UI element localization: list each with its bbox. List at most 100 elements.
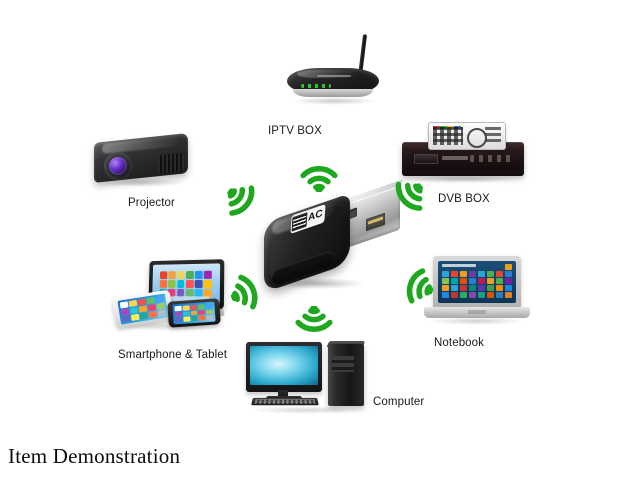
receiver-brand-strip bbox=[442, 156, 468, 160]
tablet-and-phones-icon bbox=[112, 256, 236, 338]
screen-tile bbox=[205, 309, 214, 315]
screen-tile bbox=[486, 278, 495, 284]
device-node-computer bbox=[244, 338, 368, 414]
screen-tile bbox=[468, 278, 477, 284]
screen-tile bbox=[206, 314, 214, 321]
device-node-iptv-box bbox=[283, 34, 387, 106]
screen-tile bbox=[495, 278, 504, 284]
screen-tile bbox=[504, 292, 512, 298]
screen-tile bbox=[190, 304, 198, 310]
projector-vents bbox=[158, 152, 184, 174]
screen-tile bbox=[442, 271, 450, 277]
laptop-screen bbox=[438, 261, 516, 303]
usb-adapter-label-text: AC bbox=[307, 207, 323, 225]
receiver-buttons bbox=[470, 155, 514, 162]
wifi-ac-logo-icon bbox=[291, 212, 308, 232]
device-node-dvb-box bbox=[402, 122, 524, 183]
screen-tile bbox=[159, 280, 167, 288]
smartphone-black-app-grid bbox=[174, 303, 214, 323]
keyboard-keys bbox=[254, 399, 316, 404]
screen-tile bbox=[182, 310, 190, 317]
remote-control-icon bbox=[428, 122, 506, 150]
laptop-screen-corner-tile bbox=[505, 264, 512, 270]
screen-tile bbox=[174, 305, 182, 311]
device-node-notebook bbox=[424, 254, 530, 325]
screen-tile bbox=[190, 310, 198, 316]
device-label-notebook: Notebook bbox=[434, 337, 485, 349]
screen-tile bbox=[442, 292, 450, 298]
wifi-signal-icon-projector bbox=[215, 173, 277, 235]
screen-tile bbox=[168, 280, 176, 288]
screen-tile bbox=[176, 280, 185, 288]
screen-tile bbox=[194, 270, 203, 279]
screen-tile bbox=[504, 271, 512, 277]
laptop-base bbox=[424, 307, 530, 318]
screen-tile bbox=[203, 270, 212, 279]
screen-tile bbox=[450, 271, 459, 277]
screen-tile bbox=[477, 278, 486, 284]
screen-tile bbox=[477, 271, 486, 277]
screen-tile bbox=[168, 271, 176, 279]
monitor bbox=[246, 342, 322, 392]
screen-tile bbox=[495, 285, 504, 291]
monitor-stand bbox=[278, 390, 288, 398]
monitor-screen bbox=[250, 346, 318, 385]
wifi-signal-icon-smartphone-tablet bbox=[223, 261, 280, 318]
projector-shadow bbox=[98, 178, 186, 187]
remote-keypad bbox=[433, 127, 463, 145]
device-label-iptv-box: IPTV BOX bbox=[268, 125, 322, 137]
screen-tile bbox=[198, 309, 206, 316]
screen-tile bbox=[486, 271, 495, 277]
screen-tile bbox=[157, 309, 167, 317]
smartphone-black-screen bbox=[172, 301, 216, 325]
screen-tile bbox=[185, 280, 194, 288]
screen-tile bbox=[450, 285, 459, 291]
remote-side-keys bbox=[485, 127, 501, 145]
screen-tile bbox=[459, 292, 468, 298]
screen-tile bbox=[177, 271, 185, 279]
router-brand-strip bbox=[317, 75, 351, 77]
router-base bbox=[293, 89, 373, 97]
desktop-computer-icon bbox=[244, 338, 368, 414]
smartphone-white-app-grid bbox=[119, 295, 167, 323]
screen-tile bbox=[185, 270, 194, 279]
device-node-projector bbox=[88, 128, 192, 190]
router-led-indicators bbox=[301, 84, 331, 88]
screen-tile bbox=[450, 292, 459, 298]
screen-tile bbox=[190, 316, 198, 322]
screen-tile bbox=[130, 313, 140, 321]
usb-adapter-shadow bbox=[272, 278, 364, 289]
laptop-icon bbox=[424, 254, 530, 325]
device-label-smartphone-tablet: Smartphone & Tablet bbox=[118, 349, 228, 361]
screen-tile bbox=[486, 285, 495, 291]
screen-tile bbox=[203, 280, 212, 288]
device-label-projector: Projector bbox=[128, 197, 175, 209]
satellite-receiver-icon bbox=[402, 122, 524, 183]
screen-tile bbox=[459, 285, 468, 291]
screen-tile bbox=[442, 278, 450, 284]
screen-tile bbox=[159, 271, 168, 279]
screen-tile bbox=[139, 312, 149, 320]
receiver-front-panel bbox=[405, 148, 521, 170]
screen-tile bbox=[468, 285, 477, 291]
projector-icon bbox=[88, 128, 192, 190]
screen-tile bbox=[205, 303, 213, 309]
screen-tile bbox=[486, 292, 495, 298]
laptop-touchpad bbox=[468, 310, 486, 314]
tower-drive-bays bbox=[332, 356, 354, 372]
tower-case bbox=[328, 344, 364, 406]
screen-tile bbox=[194, 280, 203, 288]
device-label-computer: Computer bbox=[373, 396, 425, 408]
screen-tile bbox=[148, 310, 158, 319]
page-title: Item Demonstration bbox=[8, 444, 181, 468]
receiver-shadow bbox=[406, 175, 520, 183]
device-label-dvb-box: DVB BOX bbox=[438, 193, 490, 205]
screen-tile bbox=[504, 285, 512, 291]
laptop-start-tiles bbox=[442, 271, 512, 298]
screen-tile bbox=[183, 316, 191, 322]
screen-tile bbox=[495, 271, 504, 277]
laptop-screen-header bbox=[442, 264, 476, 267]
router-shadow bbox=[291, 97, 377, 105]
screen-tile bbox=[442, 285, 450, 291]
